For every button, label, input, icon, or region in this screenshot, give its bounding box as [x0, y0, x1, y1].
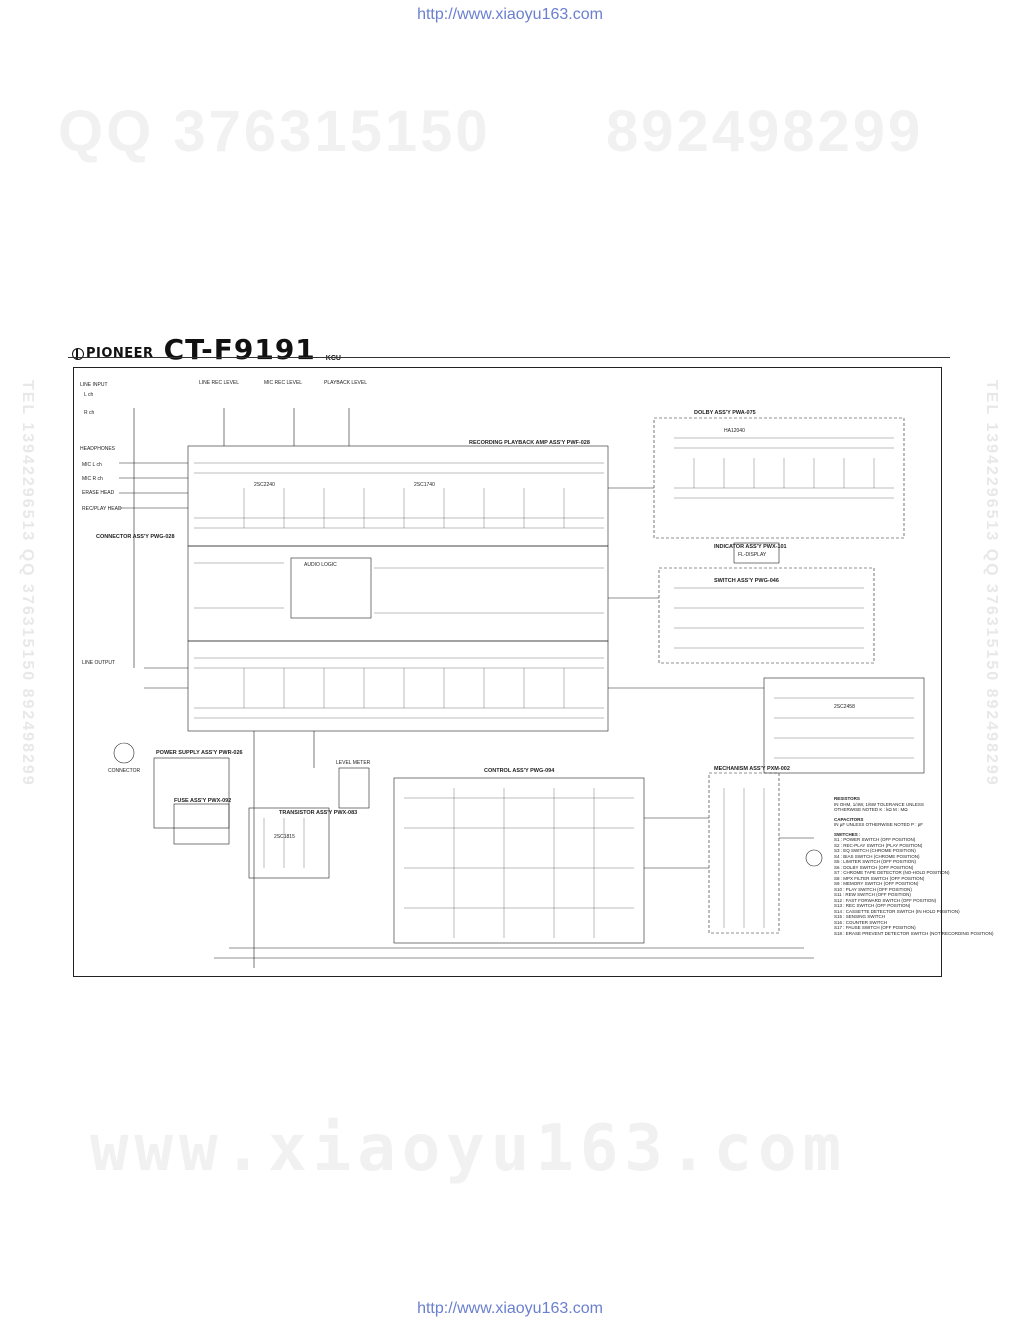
switch-note: S13 : REC SWITCH (OFF POSITION): [834, 903, 911, 908]
q3-label: 2SC2458: [834, 704, 855, 710]
footer-url[interactable]: http://www.xiaoyu163.com: [417, 1300, 603, 1317]
switch-note: S1 : POWER SWITCH (OFF POSITION): [834, 837, 916, 842]
line-input-label: LINE INPUT: [80, 382, 108, 388]
switch-note: S6 : DOLBY SWITCH (OFF POSITION): [834, 864, 914, 870]
power-supply-label: POWER SUPPLY ASS'Y PWR-026: [156, 750, 243, 756]
q4-label: 2SC1815: [274, 834, 295, 840]
headphones-label: HEADPHONES: [80, 446, 116, 452]
switch-note: S15 : SENSING SWITCH: [834, 914, 886, 919]
switch-block-label: SWITCH ASS'Y PWG-046: [714, 578, 779, 584]
mic-rec-level-label: MIC REC LEVEL: [264, 380, 302, 386]
header-url[interactable]: http://www.xiaoyu163.com: [417, 6, 603, 23]
capacitors-title: CAPACITORS: [834, 816, 864, 822]
capacitors-note-1: IN µF UNLESS OTHERWISE NOTED P : pF: [834, 822, 923, 827]
mechanism-block-label: MECHANISM ASS'Y PXM-002: [714, 766, 790, 772]
control-block-label: CONTROL ASS'Y PWG-094: [484, 768, 555, 774]
playback-level-label: PLAYBACK LEVEL: [324, 380, 367, 386]
watermark-tel-left: TEL 13942296513 QQ 376315150 892498299: [19, 380, 36, 787]
switch-note: S11 : REW SWITCH (OFF POSITION): [834, 892, 911, 897]
resistors-note-2: OTHERWISE NOTED K : kΩ M : MΩ: [834, 807, 908, 812]
resistors-note-1: IN OHM, 1/4W, 1/6W TOLERANCE UNLESS: [834, 801, 924, 807]
title-rule: [68, 357, 950, 358]
mic-l-label: MIC L ch: [82, 462, 102, 468]
pioneer-logo: PIONEER: [72, 346, 154, 364]
brand-header: PIONEER CT-F9191 KCU: [72, 336, 341, 364]
schematic-frame-lines: [113, 408, 925, 968]
fuse-block-label: FUSE ASS'Y PWX-092: [174, 798, 231, 804]
line-output-label: LINE OUTPUT: [82, 660, 115, 666]
indicator-block-label: INDICATOR ASS'Y PWX-101: [714, 544, 787, 550]
audio-logic-label: AUDIO LOGIC: [304, 562, 337, 568]
display-label: FL-DISPLAY: [738, 552, 767, 558]
schematic-sheet: LINE INPUT L ch R ch HEADPHONES MIC L ch…: [73, 367, 994, 977]
connector-block-label: CONNECTOR ASS'Y PWG-028: [96, 534, 175, 540]
line-input-l-label: L ch: [84, 392, 93, 398]
switch-note: S2 : REC-PLAY SWITCH (PLAY POSITION): [834, 842, 923, 848]
transistor-block-label: TRANSISTOR ASS'Y PWX-083: [279, 810, 357, 816]
pioneer-logo-text: PIONEER: [86, 346, 154, 361]
switch-note: S3 : EQ SWITCH (CHROME POSITION): [834, 848, 916, 853]
schematic-notes: RESISTORS IN OHM, 1/4W, 1/6W TOLERANCE U…: [834, 792, 994, 936]
switch-note: S10 : PLAY SWITCH (OFF POSITION): [834, 886, 912, 892]
watermark-qq-left: QQ 376315150: [58, 99, 491, 164]
rec-play-amp-label: RECORDING PLAYBACK AMP ASS'Y PWF-028: [469, 440, 590, 446]
watermark-tel-right: TEL 13942296513 QQ 376315150 892498299: [983, 380, 1000, 787]
level-meter-label: LEVEL METER: [336, 760, 371, 766]
switch-note: S4 : BIAS SWITCH (CHROME POSITION): [834, 853, 920, 859]
switch-note: S17 : PAUSE SWITCH (OFF POSITION): [834, 925, 916, 930]
resistors-title: RESISTORS: [834, 796, 860, 801]
switch-note: S14 : CASSETTE DETECTOR SWITCH (IN HOLD …: [834, 908, 960, 914]
switches-title: SWITCHES :: [834, 831, 861, 837]
mic-r-label: MIC R ch: [82, 476, 103, 482]
watermark-qq-right: 892498299: [606, 99, 924, 164]
rec-play-head-label: REC/PLAY HEAD: [82, 506, 122, 512]
watermark-site: www.xiaoyu163.com: [90, 1112, 848, 1186]
switch-note: S18 : ERASE PREVENT DETECTOR SWITCH (NOT…: [834, 930, 994, 936]
switch-note: S9 : MEMORY SWITCH (OFF POSITION): [834, 881, 919, 886]
model-number: CT-F9191: [163, 333, 316, 366]
model-variant: KCU: [325, 355, 341, 362]
switch-note: S7 : CHROME TAPE DETECTOR (NO-HOLD POSIT…: [834, 870, 950, 875]
switch-note: S5 : LIMITER SWITCH (OFF POSITION): [834, 859, 917, 864]
line-input-r-label: R ch: [84, 410, 95, 416]
q1-label: 2SC2240: [254, 482, 275, 488]
pioneer-logo-icon: [72, 347, 84, 360]
ic-dolby-label: HA12040: [724, 428, 745, 434]
switch-note: S16 : COUNTER SWITCH: [834, 919, 888, 925]
q2-label: 2SC1740: [414, 482, 435, 488]
switch-note: S12 : FAST FORWARD SWITCH (OFF POSITION): [834, 897, 937, 903]
dolby-block-label: DOLBY ASS'Y PWA-075: [694, 410, 756, 416]
erase-head-label: ERASE HEAD: [82, 490, 115, 496]
connector-label: CONNECTOR: [108, 768, 141, 774]
line-rec-level-label: LINE REC LEVEL: [199, 380, 239, 386]
schematic-traces: [194, 437, 914, 938]
schematic-drawing: LINE INPUT L ch R ch HEADPHONES MIC L ch…: [80, 380, 925, 968]
switch-note: S8 : MPX FILTER SWITCH (OFF POSITION): [834, 875, 925, 881]
